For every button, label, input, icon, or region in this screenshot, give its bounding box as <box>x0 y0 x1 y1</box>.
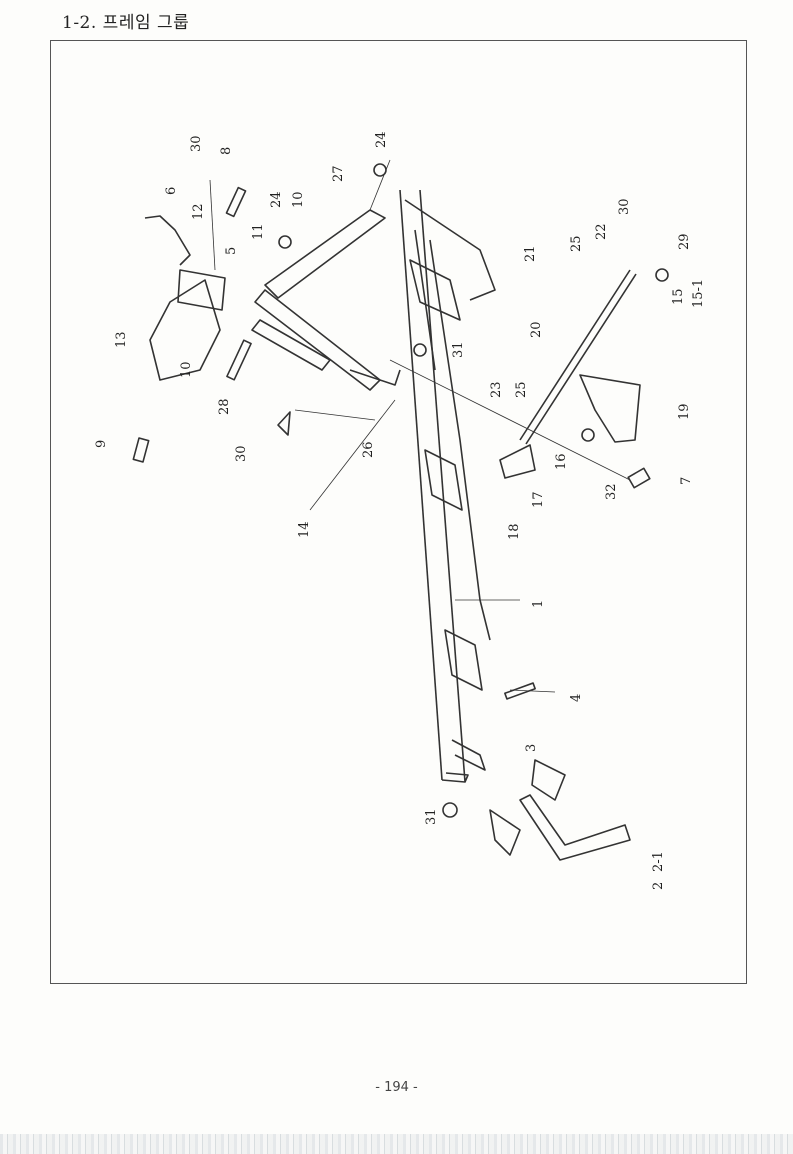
part-label: 25 <box>569 235 584 252</box>
part-label: 1 <box>531 600 546 608</box>
part-label: 3 <box>524 744 539 752</box>
part-label: 30 <box>234 445 249 462</box>
bolt-8 <box>225 186 247 218</box>
pin-9 <box>132 437 150 463</box>
nut-31 <box>442 802 458 818</box>
cap-7 <box>627 467 651 489</box>
part-label: 15 <box>671 288 686 305</box>
part-label: 6 <box>164 187 179 195</box>
part-label: 5 <box>224 247 239 255</box>
part-label: 26 <box>361 441 376 458</box>
part-label: 16 <box>554 453 569 470</box>
part-label: 31 <box>451 341 466 358</box>
part-label: 24 <box>374 131 389 148</box>
bracket <box>424 449 463 511</box>
part-label: 23 <box>489 381 504 398</box>
nut-29 <box>655 268 669 282</box>
lever-handle <box>144 215 191 266</box>
rod-15 <box>519 269 631 441</box>
link-19 <box>579 374 641 443</box>
wing-30 <box>277 411 291 436</box>
nut-32 <box>581 428 595 442</box>
part-label: 14 <box>297 521 312 538</box>
main-rail-bottom <box>419 189 466 783</box>
part-label: 32 <box>604 483 619 500</box>
part-label: 12 <box>191 203 206 220</box>
part-label: 21 <box>523 245 538 262</box>
bracket <box>409 259 461 321</box>
part-label: 7 <box>679 477 694 485</box>
part-label: 15-1 <box>691 279 706 308</box>
part-label: 30 <box>617 198 632 215</box>
link-16 <box>499 444 536 479</box>
side-plate <box>149 279 221 381</box>
part-label: 9 <box>94 440 109 448</box>
part-label: 17 <box>531 491 546 508</box>
part-label: 4 <box>569 694 584 702</box>
part-label: 10 <box>291 191 306 208</box>
bolt-28 <box>226 339 252 381</box>
nut-24 <box>278 235 292 249</box>
arm-lower <box>251 319 331 371</box>
clip-3 <box>489 809 521 856</box>
part-label: 30 <box>189 135 204 152</box>
part-label: 2 <box>651 882 666 890</box>
scan-artifact-strip <box>0 1134 793 1154</box>
part-label: 27 <box>331 165 346 182</box>
part-label: 19 <box>677 403 692 420</box>
part-label: 31 <box>424 808 439 825</box>
part-label: 13 <box>114 331 129 348</box>
part-label: 22 <box>594 223 609 240</box>
front-rail-2 <box>519 794 631 861</box>
exploded-parts-diagram: 30 8 6 12 24 27 10 11 5 13 10 28 9 30 26… <box>94 131 706 890</box>
clip-3b <box>531 759 566 801</box>
arm-diagonal <box>254 289 381 391</box>
part-label: 11 <box>251 223 266 240</box>
part-label: 20 <box>529 321 544 338</box>
part-label: 8 <box>219 147 234 155</box>
part-label: 10 <box>179 361 194 378</box>
outer-rail <box>404 199 496 301</box>
arm-upper <box>264 209 386 299</box>
page-title: 1-2. 프레임 그룹 <box>62 13 190 33</box>
part-label: 18 <box>507 523 522 540</box>
part-label: 24 <box>269 191 284 208</box>
diagram-frame <box>50 40 747 984</box>
part-label: 25 <box>514 381 529 398</box>
page-number: - 194 - <box>375 1080 418 1095</box>
part-label: 2-1 <box>651 851 666 872</box>
part-label: 29 <box>677 233 692 250</box>
bolt-4 <box>504 682 536 700</box>
part-label: 28 <box>217 398 232 415</box>
bracket <box>444 629 483 691</box>
main-rail-top <box>399 189 443 781</box>
